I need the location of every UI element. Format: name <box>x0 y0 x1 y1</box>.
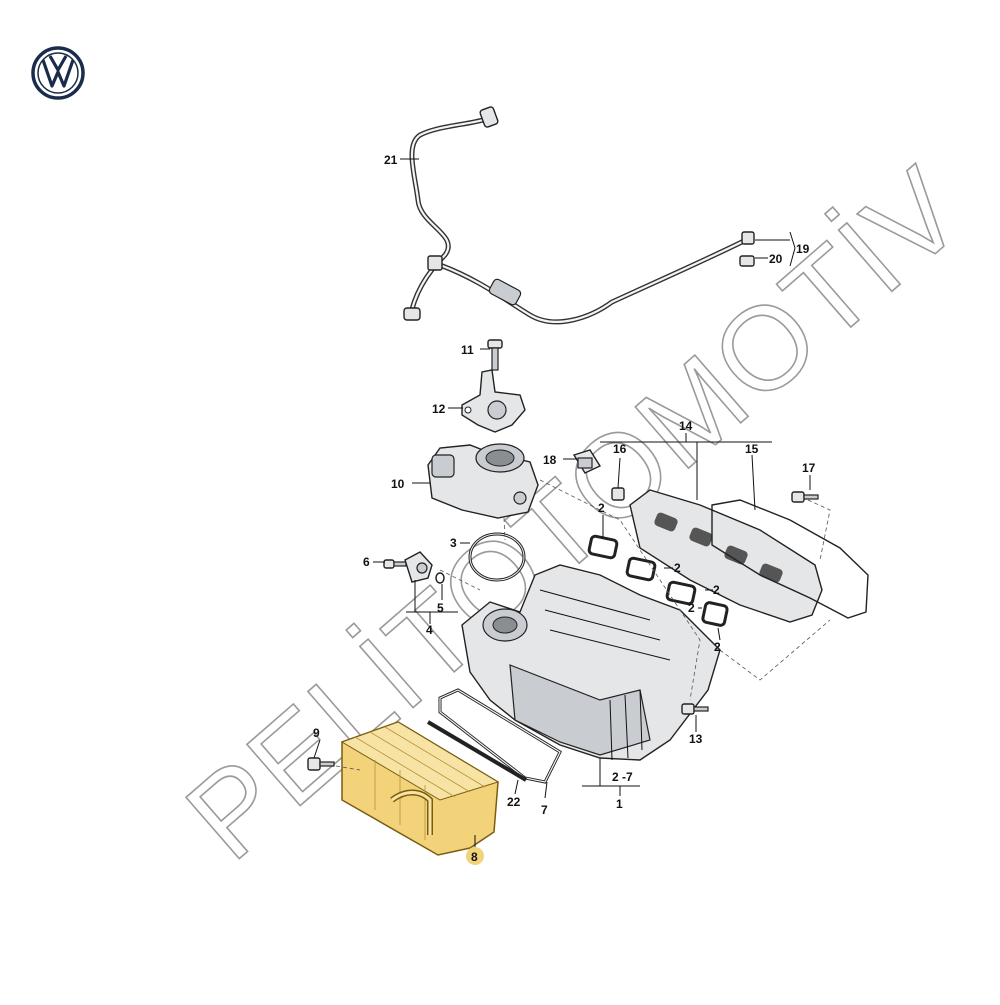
callout-2b: 2 <box>674 561 681 575</box>
callout-3: 3 <box>450 536 457 550</box>
intercooler-8 <box>340 721 500 856</box>
bolt-17 <box>791 491 819 503</box>
callout-18: 18 <box>543 453 557 467</box>
connector-20 <box>739 255 755 267</box>
throttle-body-10 <box>427 443 539 519</box>
callout-20: 20 <box>769 252 783 266</box>
callout-13: 13 <box>689 732 703 746</box>
watermark: PELİTOTOMOTİV <box>162 142 989 885</box>
vacuum-hose-21 <box>403 106 755 325</box>
callout-9: 9 <box>313 726 320 740</box>
leader-lines <box>313 158 831 848</box>
seal-22 <box>426 720 528 782</box>
callout-2-7: 2 -7 <box>612 770 633 784</box>
callout-17: 17 <box>802 461 816 475</box>
callout-7: 7 <box>541 803 548 817</box>
callout-6: 6 <box>363 555 370 569</box>
callout-1: 1 <box>616 797 623 811</box>
o-ring-5 <box>435 572 445 584</box>
callout-2c: 2 <box>713 583 720 597</box>
sensor-18 <box>572 449 602 474</box>
callout-2a: 2 <box>598 501 605 515</box>
sensor-16 <box>611 487 625 501</box>
callout-11: 11 <box>461 343 474 357</box>
bracket-12 <box>461 369 526 433</box>
screw-6 <box>383 559 407 569</box>
callout-21: 21 <box>384 153 398 167</box>
o-ring-3 <box>468 532 526 582</box>
callout-10: 10 <box>391 477 405 491</box>
watermark-text: PELİTOTOMOTİV <box>162 143 987 885</box>
callout-22: 22 <box>507 795 521 809</box>
callouts: 21 19 20 11 12 10 18 16 14 15 17 2 2 2 2… <box>313 153 816 865</box>
callout-5: 5 <box>437 601 444 615</box>
callout-4: 4 <box>426 623 433 637</box>
callout-2d: 2 <box>688 601 695 615</box>
callout-8-highlight <box>466 847 484 865</box>
callout-14: 14 <box>679 419 693 433</box>
vw-logo <box>31 46 85 100</box>
gasket-2-set <box>587 534 729 627</box>
callout-16: 16 <box>613 442 627 456</box>
intake-manifold-1 <box>461 564 721 761</box>
bolt-13 <box>681 703 709 715</box>
gasket-7 <box>438 688 562 784</box>
gasket-15 <box>711 499 869 619</box>
callout-12: 12 <box>432 402 446 416</box>
callout-8: 8 <box>471 850 478 864</box>
sensor-4 <box>404 551 433 583</box>
callout-15: 15 <box>745 442 759 456</box>
bolt-11 <box>487 339 503 371</box>
callout-19: 19 <box>796 242 810 256</box>
callout-2e: 2 <box>714 640 721 654</box>
